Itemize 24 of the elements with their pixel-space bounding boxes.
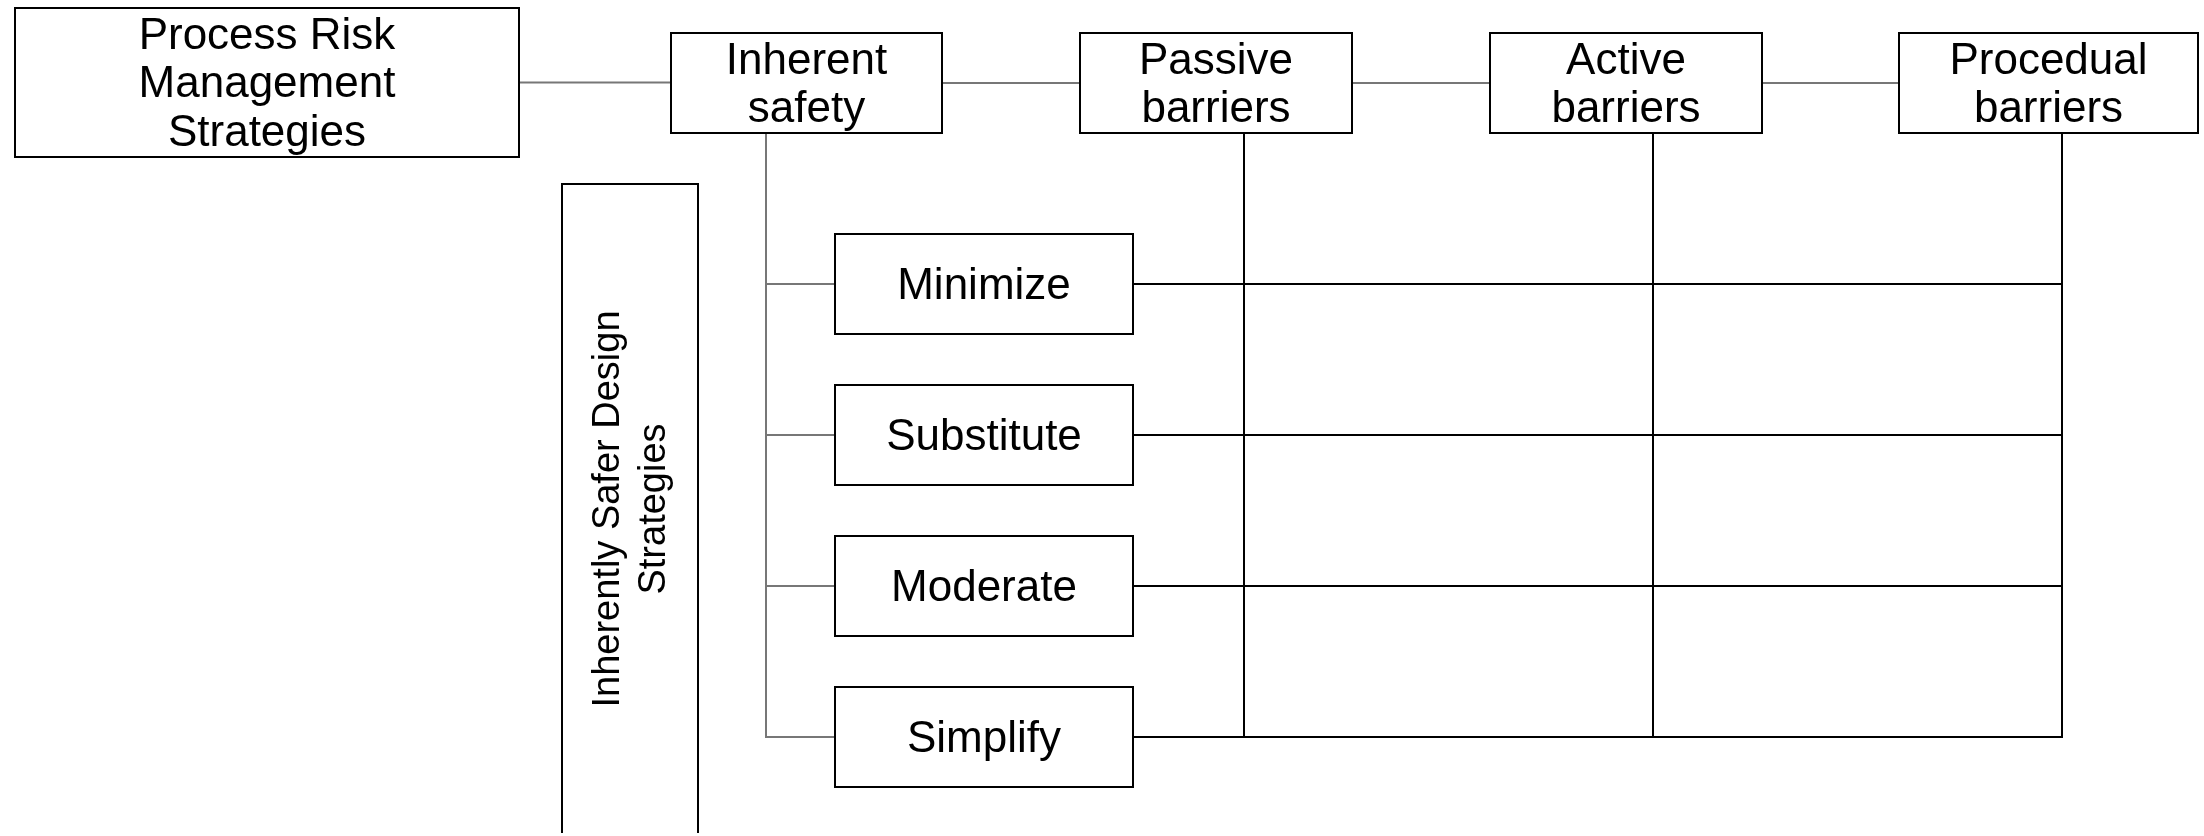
- box-label: Simplify: [907, 712, 1061, 762]
- connector-line: [942, 82, 1080, 84]
- vertical-label-box: [561, 183, 699, 833]
- process-box: [670, 32, 943, 134]
- box-label: Substitute: [886, 410, 1082, 460]
- connector-line: [519, 81, 671, 84]
- box-label: Passive barriers: [1137, 34, 1295, 132]
- process-box: [834, 535, 1134, 637]
- box-label: Procedual barriers: [1948, 34, 2149, 132]
- connector-line: [1762, 82, 1899, 84]
- process-box: [1079, 32, 1353, 134]
- box-label: Minimize: [897, 259, 1071, 309]
- process-box: [834, 686, 1134, 788]
- process-box: [1898, 32, 2199, 134]
- box-label: Moderate: [891, 561, 1077, 611]
- box-label: Inherent safety: [724, 34, 889, 132]
- process-box: [834, 233, 1134, 335]
- box-label: Active barriers: [1550, 34, 1702, 132]
- box-label: Inherently Safer Design Strategies: [584, 309, 674, 710]
- process-box: [14, 7, 520, 158]
- box-label: Process Risk Management Strategies: [137, 9, 397, 156]
- process-box: [1489, 32, 1763, 134]
- connector-line: [1352, 82, 1490, 84]
- process-box: [834, 384, 1134, 486]
